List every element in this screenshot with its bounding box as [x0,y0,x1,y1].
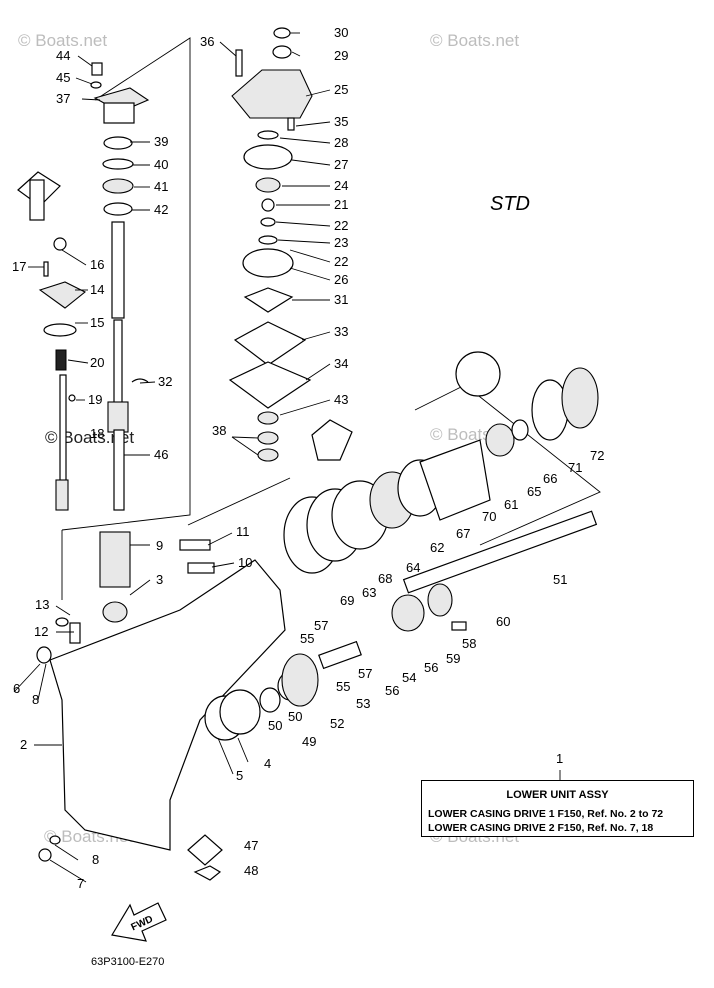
callout: 38 [212,423,226,438]
callout: 67 [456,526,470,541]
callout: 29 [334,48,348,63]
callout: 2 [20,737,27,752]
callout: 65 [527,484,541,499]
callout: 60 [496,614,510,629]
callout: 22 [334,254,348,269]
callout: 23 [334,235,348,250]
callout: 50 [268,718,282,733]
callout: 55 [336,679,350,694]
callout: 15 [90,315,104,330]
callout: 16 [90,257,104,272]
callout: 64 [406,560,420,575]
assembly-line-2: LOWER CASING DRIVE 2 F150, Ref. No. 7, 1… [428,822,654,834]
callout: 30 [334,25,348,40]
callout: 46 [154,447,168,462]
assembly-line-1: LOWER CASING DRIVE 1 F150, Ref. No. 2 to… [428,808,664,820]
callout: 49 [302,734,316,749]
callout: 34 [334,356,348,371]
callout: 45 [56,70,70,85]
callout: 28 [334,135,348,150]
callout: 37 [56,91,70,106]
callout: 59 [446,651,460,666]
callout: 18 [90,426,104,441]
bracket-lines [61,37,601,600]
callout: 3 [156,572,163,587]
callout: 22 [334,218,348,233]
callout: 63 [362,585,376,600]
water-pump-parts [228,27,353,462]
lower-casing [36,531,286,862]
callout: 56 [424,660,438,675]
callout: 58 [462,636,476,651]
callout: 57 [358,666,372,681]
callout: 71 [568,460,582,475]
callout: 5 [236,768,243,783]
callout: 39 [154,134,168,149]
callout: 27 [334,157,348,172]
callout: 31 [334,292,348,307]
watermark: © Boats.net [18,31,107,50]
callout: 53 [356,696,370,711]
callout: 72 [590,448,604,463]
callout-labels: 1 2 3 4 5 6 7 8 8 9 10 11 12 13 14 15 16… [12,25,604,891]
callout: 1 [556,751,563,766]
fwd-arrow: FWD [111,902,167,942]
callout: 54 [402,670,416,685]
callout: 8 [92,852,99,867]
callout: 26 [334,272,348,287]
callout: 51 [553,572,567,587]
callout: 35 [334,114,348,129]
callout: 48 [244,863,258,878]
callout: 47 [244,838,258,853]
callout: 8 [32,692,39,707]
callout: 20 [90,355,104,370]
callout: 57 [314,618,328,633]
water-tube-parts [90,62,150,511]
callout: 13 [35,597,49,612]
callout: 19 [88,392,102,407]
watermark: © Boats.net [430,31,519,50]
watermark-dark: © Boats.net [45,428,134,447]
callout: 66 [543,471,557,486]
assembly-title: LOWER UNIT ASSY [506,789,609,801]
callout: 56 [385,683,399,698]
callout: 52 [330,716,344,731]
std-label: STD [490,193,530,215]
callout: 10 [238,555,252,570]
callout: 6 [13,681,20,696]
callout: 33 [334,324,348,339]
callout: 24 [334,178,348,193]
leader-lines [13,32,561,883]
callout: 62 [430,540,444,555]
callout: 12 [34,624,48,639]
callout: 9 [156,538,163,553]
callout: 44 [56,48,70,63]
callout: 43 [334,392,348,407]
callout: 70 [482,509,496,524]
callout: 4 [264,756,271,771]
callout: 61 [504,497,518,512]
propeller-shaft-assembly [204,351,599,741]
callout: 69 [340,593,354,608]
callout: 25 [334,82,348,97]
callout: 7 [77,876,84,891]
callout: 55 [300,631,314,646]
callout: 17 [12,259,26,274]
callout: 42 [154,202,168,217]
callout: 50 [288,709,302,724]
shift-rod-parts [17,171,87,511]
callout: 21 [334,197,348,212]
callout: 11 [236,524,250,539]
callout: 14 [90,282,104,297]
callout: 36 [200,34,214,49]
diagram-code: 63P3100-E270 [91,956,165,968]
callout: 41 [154,179,168,194]
pinion-gear [187,834,223,881]
assembly-info-box: LOWER UNIT ASSY LOWER CASING DRIVE 1 F15… [421,780,694,837]
callout: 68 [378,571,392,586]
callout: 40 [154,157,168,172]
callout: 32 [158,374,172,389]
